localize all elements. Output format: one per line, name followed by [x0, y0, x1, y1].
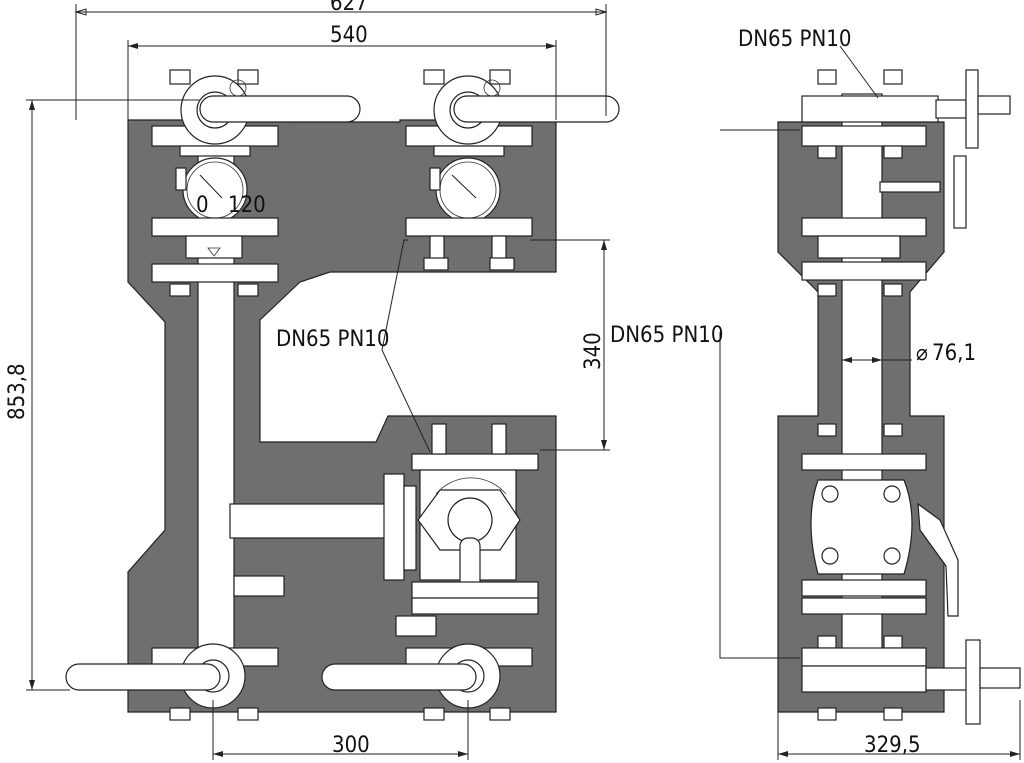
dim-overall-height: 853,8: [5, 363, 30, 420]
top-right-valve: [405, 69, 620, 157]
dim-side-depth: 329,5: [864, 733, 921, 758]
label-flange-center: DN65 PN10: [276, 327, 389, 352]
label-flange-right: DN65 PN10: [610, 323, 723, 348]
side-top-handle: [965, 69, 979, 149]
dimension-lines: [26, 4, 1021, 760]
dim-pipe-diameter-symbol: ⌀: [916, 341, 928, 366]
front-view: 0 120: [65, 69, 620, 721]
top-right-gauge: [405, 157, 533, 271]
gauge-max-label: 120: [228, 193, 266, 218]
side-vertical-pipe: [841, 93, 883, 675]
side-gauge-stem: [879, 181, 941, 193]
gauge-min-label: 0: [196, 193, 209, 218]
dim-bottom-spacing: 300: [332, 733, 370, 758]
dim-overall-width: 627: [330, 0, 368, 16]
dim-pipe-diameter: 76,1: [932, 341, 976, 366]
front-branch-pipe: [229, 503, 391, 539]
front-fitting-left: [233, 575, 285, 597]
side-view: [777, 69, 1021, 725]
side-valve-lever: [917, 502, 959, 617]
bottom-left-valve: [65, 643, 279, 721]
side-top-valve: [801, 95, 939, 123]
bottom-right-valve: [321, 643, 533, 721]
dim-top-width: 540: [330, 23, 368, 48]
mixing-valve: [383, 423, 539, 615]
dimension-labels: 627 540 853,8 340 300 329,5 ⌀ 76,1 DN65 …: [5, 0, 976, 758]
dim-vertical-gap: 340: [581, 332, 606, 370]
top-left-valve: [151, 69, 361, 157]
side-bottom-handle: [965, 639, 981, 725]
label-flange-top-right: DN65 PN10: [738, 27, 851, 52]
side-gauge: [953, 155, 967, 229]
top-left-gauge: 0 120: [151, 157, 279, 297]
front-fitting-right: [395, 615, 437, 637]
